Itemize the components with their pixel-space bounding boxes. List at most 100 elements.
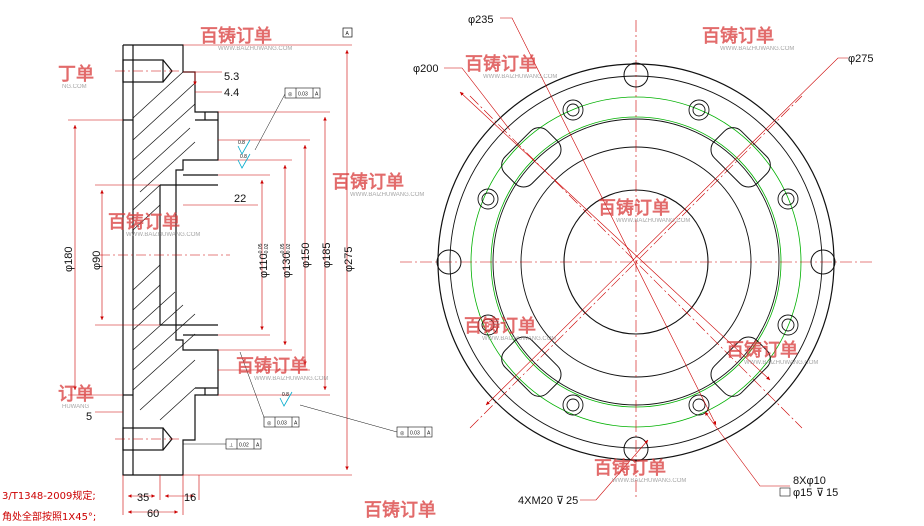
plan-leaders: [444, 17, 848, 501]
counterbore-hole: [477, 188, 499, 210]
svg-text:WWW.BAIZHUWANG.COM: WWW.BAIZHUWANG.COM: [744, 360, 818, 366]
svg-text:百铸订单: 百铸订单: [332, 171, 404, 193]
tapped-holes: [436, 62, 836, 462]
dim-60: 60: [147, 508, 159, 520]
svg-text:WWW.BAIZHUWANG.COM: WWW.BAIZHUWANG.COM: [612, 478, 686, 484]
dim-35: 35: [137, 492, 149, 504]
svg-text:WWW.BAIZHUWANG.COM: WWW.BAIZHUWANG.COM: [350, 192, 424, 198]
watermark: 百铸订单: [364, 499, 436, 521]
dim-22: 22: [234, 193, 246, 205]
dim-4-4: 4.4: [224, 87, 239, 99]
note-line-2: 角处全部按照1X45°;: [2, 510, 96, 523]
svg-text:◎: ◎: [288, 92, 293, 98]
svg-text:25: 25: [566, 495, 578, 507]
plan-view: φ235 φ200 φ275 4XM20 ⊽ 25 8Xφ10 φ15 ⊽ 15: [400, 14, 874, 507]
dim-phi235: φ235: [468, 14, 494, 26]
svg-text:百铸订单: 百铸订单: [464, 315, 536, 337]
svg-text:4XM20: 4XM20: [518, 495, 553, 507]
svg-text:0.02: 0.02: [239, 443, 249, 449]
svg-text:百铸订单: 百铸订单: [465, 53, 537, 75]
svg-text:0.8: 0.8: [240, 154, 247, 160]
dim-phi130-tol-dn: -0.02: [286, 243, 292, 255]
watermark: 百铸订单 WWW.BAIZHUWANG.COM: [598, 197, 690, 224]
svg-text:0.03: 0.03: [410, 431, 420, 437]
dim-16: 16: [184, 492, 196, 504]
svg-text:0.8: 0.8: [238, 140, 245, 146]
section-view: 5.3 4.4 22 φ180 φ90 φ110 -0.05 -0.02 φ13…: [63, 27, 433, 520]
svg-text:WWW.BAIZHUWANG.COM: WWW.BAIZHUWANG.COM: [254, 376, 328, 382]
watermark: 百铸订单 WWW.BAIZHUWANG.COM: [702, 25, 794, 52]
gdt-frame-1: ◎ 0.03 A: [254, 87, 321, 151]
svg-text:φ15: φ15: [793, 487, 812, 499]
watermark: 百铸订单 WWW.BAIZHUWANG.COM: [465, 53, 557, 80]
svg-text:◎: ◎: [400, 431, 405, 437]
dim-5: 5: [86, 411, 92, 423]
dim-phi200: φ200: [413, 63, 439, 75]
svg-text:百铸订单: 百铸订单: [726, 339, 798, 361]
watermark: 百铸订单 WWW.BAIZHUWANG.COM: [594, 457, 686, 484]
svg-text:A: A: [427, 431, 431, 437]
svg-text:百铸订单: 百铸订单: [108, 211, 180, 233]
dim-phi130-tol-up: -0.05: [280, 243, 286, 255]
section-hatch: [132, 71, 196, 421]
watermark-partial: 丁单 NG.COM: [58, 63, 94, 90]
roughness-3: 0.8: [279, 391, 293, 407]
roughness-1: 0.8: [237, 139, 251, 155]
dim-phi110-tol-dn: -0.02: [264, 243, 270, 255]
svg-text:丁单: 丁单: [58, 63, 94, 85]
svg-text:15: 15: [826, 487, 838, 499]
svg-text:百铸订单: 百铸订单: [702, 25, 774, 47]
dim-phi110: φ110: [258, 253, 270, 278]
dim-phi275: φ275: [343, 247, 355, 273]
gdt-frame-3: ◎ 0.03 A: [299, 404, 433, 438]
svg-text:WWW.BAIZHUWANG.COM: WWW.BAIZHUWANG.COM: [616, 218, 690, 224]
section-dimensions: [68, 44, 352, 515]
svg-text:WWW.BAIZHUWANG.COM: WWW.BAIZHUWANG.COM: [218, 46, 292, 52]
counterbore-hole: [777, 314, 799, 336]
svg-text:A: A: [294, 421, 298, 427]
svg-text:百铸订单: 百铸订单: [236, 355, 308, 377]
counterbore-hole: [688, 99, 710, 121]
gdt-frame-2: ◎ 0.03 A: [239, 351, 300, 428]
svg-text:A: A: [315, 92, 319, 98]
svg-text:NG.COM: NG.COM: [62, 84, 87, 90]
dim-phi150: φ150: [300, 243, 312, 269]
svg-text:8Xφ10: 8Xφ10: [793, 475, 826, 487]
section-outline: [122, 44, 219, 476]
svg-text:⊽: ⊽: [556, 495, 564, 507]
counterbore-hole: [562, 99, 584, 121]
watermark: 百铸订单 WWW.BAIZHUWANG.COM: [200, 25, 292, 52]
svg-text:WWW.BAIZHUWANG.COM: WWW.BAIZHUWANG.COM: [482, 336, 556, 342]
watermark: 百铸订单 WWW.BAIZHUWANG.COM: [332, 171, 424, 198]
dim-phi180: φ180: [63, 247, 75, 273]
tapped-hole: [623, 436, 649, 462]
svg-text:WWW.BAIZHUWANG.COM: WWW.BAIZHUWANG.COM: [483, 74, 557, 80]
svg-text:百铸订单: 百铸订单: [364, 499, 436, 521]
watermark: 百铸订单 WWW.BAIZHUWANG.COM: [236, 355, 328, 382]
datum-a-box: A: [342, 27, 353, 38]
watermark: 百铸订单 WWW.BAIZHUWANG.COM: [464, 315, 556, 342]
svg-text:订单: 订单: [58, 383, 94, 405]
dim-phi130: φ130: [281, 253, 293, 279]
svg-text:0.03: 0.03: [298, 92, 308, 98]
svg-text:A: A: [256, 443, 260, 449]
watermark: 百铸订单 WWW.BAIZHUWANG.COM: [726, 339, 818, 366]
dim-phi110-tol-up: -0.05: [258, 243, 264, 255]
svg-text:百铸订单: 百铸订单: [594, 457, 666, 479]
counterbore-hole: [777, 188, 799, 210]
gdt-frame-4: ⊥ 0.02 A: [183, 438, 262, 450]
dim-phi185: φ185: [321, 243, 333, 269]
dim-phi275-plan: φ275: [848, 53, 874, 65]
svg-text:⊽: ⊽: [816, 487, 824, 499]
dim-5-3: 5.3: [224, 71, 239, 83]
dim-phi90: φ90: [91, 251, 103, 270]
counterbore-hole: [688, 394, 710, 416]
counterbore-hole: [562, 394, 584, 416]
hole-callout: 8Xφ10 φ15 ⊽ 15: [779, 475, 838, 499]
svg-text:0.03: 0.03: [277, 421, 287, 427]
svg-text:WWW.BAIZHUWANG.COM: WWW.BAIZHUWANG.COM: [126, 232, 200, 238]
tapped-hole: [810, 249, 836, 275]
watermark-partial: 订单 HUWANG: [58, 383, 94, 410]
svg-text:WWW.BAIZHUWANG.COM: WWW.BAIZHUWANG.COM: [720, 46, 794, 52]
